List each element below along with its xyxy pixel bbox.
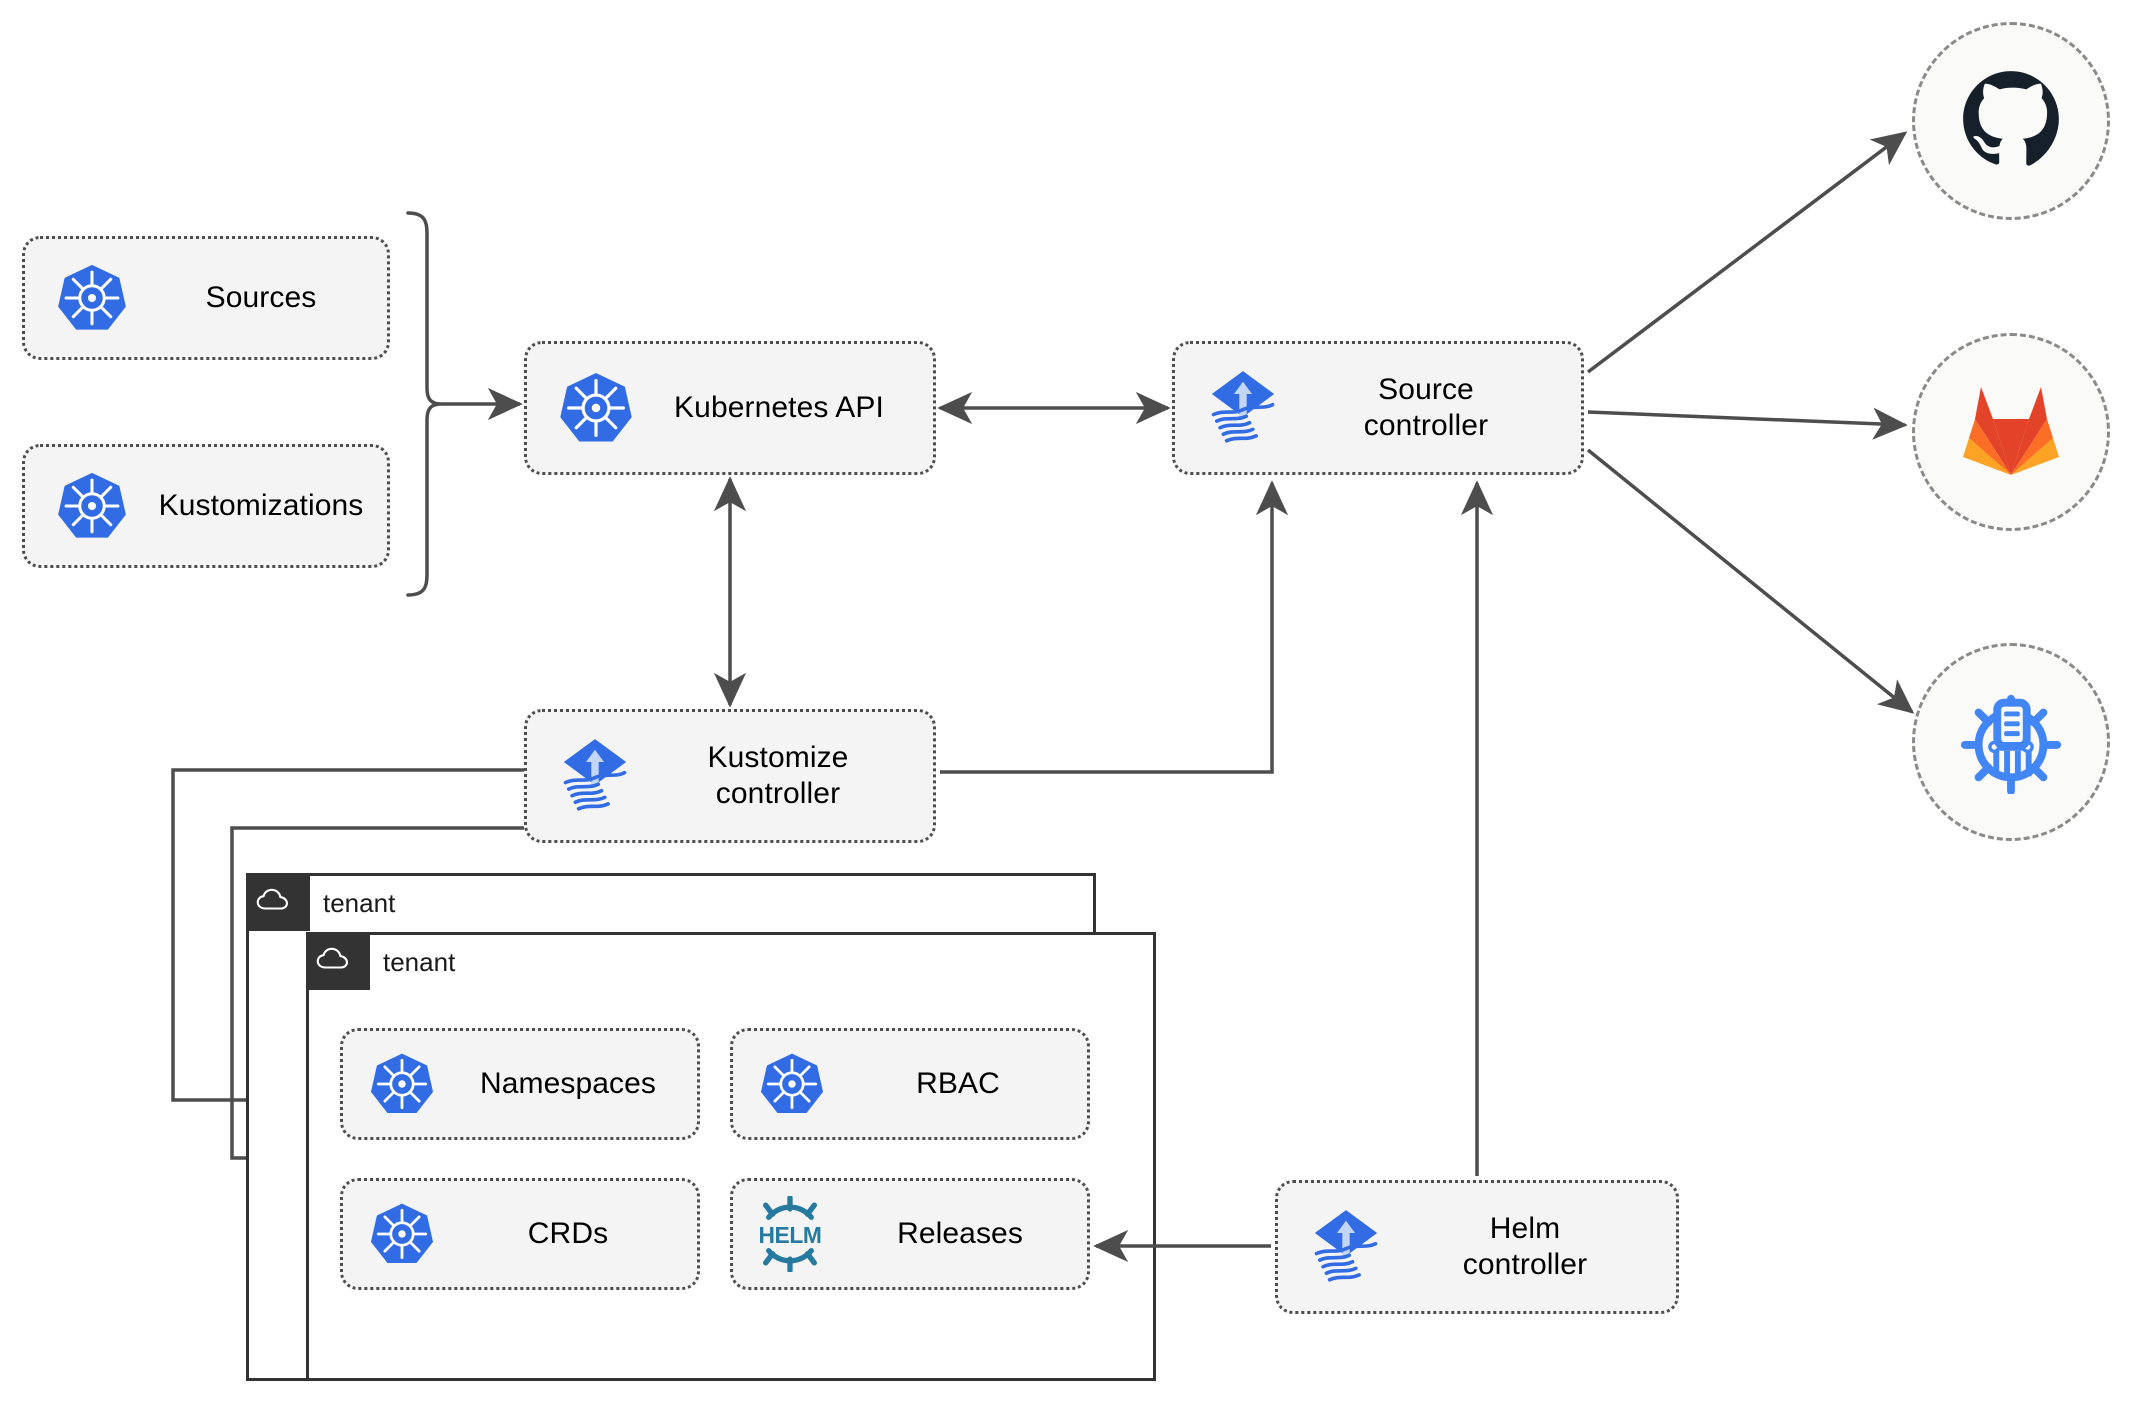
svg-text:HELM: HELM [758,1222,821,1248]
node-label: Helm controller [1462,1212,1588,1281]
tenant-resource-label: Namespaces [479,1067,657,1100]
github-icon [1959,67,2063,176]
resource-label: Kustomizations [158,489,364,522]
resource-kustomizations[interactable]: Kustomizations [22,444,390,568]
tenant-resource-label: Releases [897,1217,1023,1250]
tenant-outer-label: tenant [323,888,396,918]
kubernetes-icon [755,1051,829,1117]
endpoint-github[interactable] [1912,22,2110,220]
flux-icon [1197,367,1289,449]
cloud-icon [316,946,350,977]
helm-icon: HELM [747,1196,833,1272]
tenant-resource-crds[interactable]: CRDs [340,1178,700,1290]
cloud-icon [256,887,290,918]
wire-resources-brace-to-kubernetes-api [406,211,523,597]
tenant-resource-rbac[interactable]: RBAC [730,1028,1090,1140]
wire-source-to-gitlab [1587,407,1908,440]
wire-source-to-helm-repo [1586,448,1915,714]
node-helm-controller[interactable]: Helm controller [1275,1180,1679,1314]
endpoint-gitlab[interactable] [1912,333,2110,531]
resource-label: Sources [205,281,317,314]
node-label: Kubernetes API [674,391,884,424]
kubernetes-icon [553,370,639,446]
tenant-outer-tab [246,873,310,931]
tenant-inner-container: tenant [306,932,1156,1381]
node-kustomize-controller[interactable]: Kustomize controller [524,709,936,843]
helm-chart-icon [1957,686,2065,799]
flux-icon [549,735,641,817]
tenant-resource-releases[interactable]: HELM Releases [730,1178,1090,1290]
wire-source-to-github [1586,131,1908,374]
wire-kustomize-to-source-controller [940,480,1289,774]
resource-sources[interactable]: Sources [22,236,390,360]
flux-icon [1300,1206,1392,1288]
kubernetes-icon [49,470,135,542]
kubernetes-icon [365,1201,439,1267]
gitlab-icon [1961,382,2061,483]
kubernetes-icon [365,1051,439,1117]
tenant-inner-label: tenant [383,947,456,977]
node-kubernetes-api[interactable]: Kubernetes API [524,341,936,475]
tenant-resource-label: CRDs [527,1217,609,1250]
node-label: Kustomize controller [707,741,849,810]
endpoint-helm-repo[interactable] [1912,643,2110,841]
tenant-resource-label: RBAC [916,1067,1000,1100]
tenant-resource-namespaces[interactable]: Namespaces [340,1028,700,1140]
kubernetes-icon [49,262,135,334]
node-label: Source controller [1363,373,1489,442]
node-source-controller[interactable]: Source controller [1172,341,1584,475]
tenant-inner-tab [306,932,370,990]
